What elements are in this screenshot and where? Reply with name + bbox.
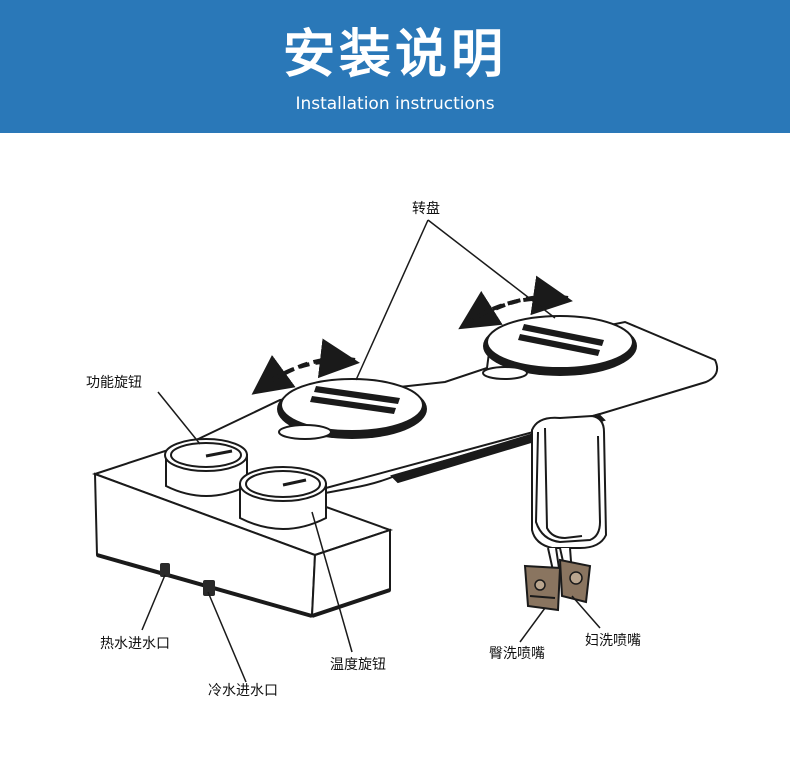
temperature-knob [239, 466, 327, 530]
function-knob [164, 438, 248, 497]
water-inlets [160, 563, 215, 596]
label-rear-wash-nozzle: 臀洗喷嘴 [489, 646, 545, 662]
header-banner: 安装说明 Installation instructions [0, 0, 790, 133]
page-subtitle: Installation instructions [295, 94, 495, 114]
hanging-bracket [531, 414, 608, 576]
label-cold-water-inlet: 冷水进水口 [208, 683, 278, 699]
label-function-knob: 功能旋钮 [86, 375, 142, 391]
page-title: 安装说明 [282, 25, 507, 85]
rear-wash-nozzle [523, 564, 562, 612]
rotation-arrows [251, 275, 573, 395]
leader-lines [141, 219, 601, 683]
label-turntable: 转盘 [412, 201, 440, 217]
label-hot-water-inlet: 热水进水口 [100, 636, 170, 652]
left-turntable-disc [277, 378, 427, 440]
label-feminine-wash-nozzle: 妇洗喷嘴 [585, 633, 641, 649]
feminine-wash-nozzle [558, 558, 592, 604]
label-temperature-knob: 温度旋钮 [330, 657, 386, 673]
right-turntable-disc [482, 315, 637, 380]
